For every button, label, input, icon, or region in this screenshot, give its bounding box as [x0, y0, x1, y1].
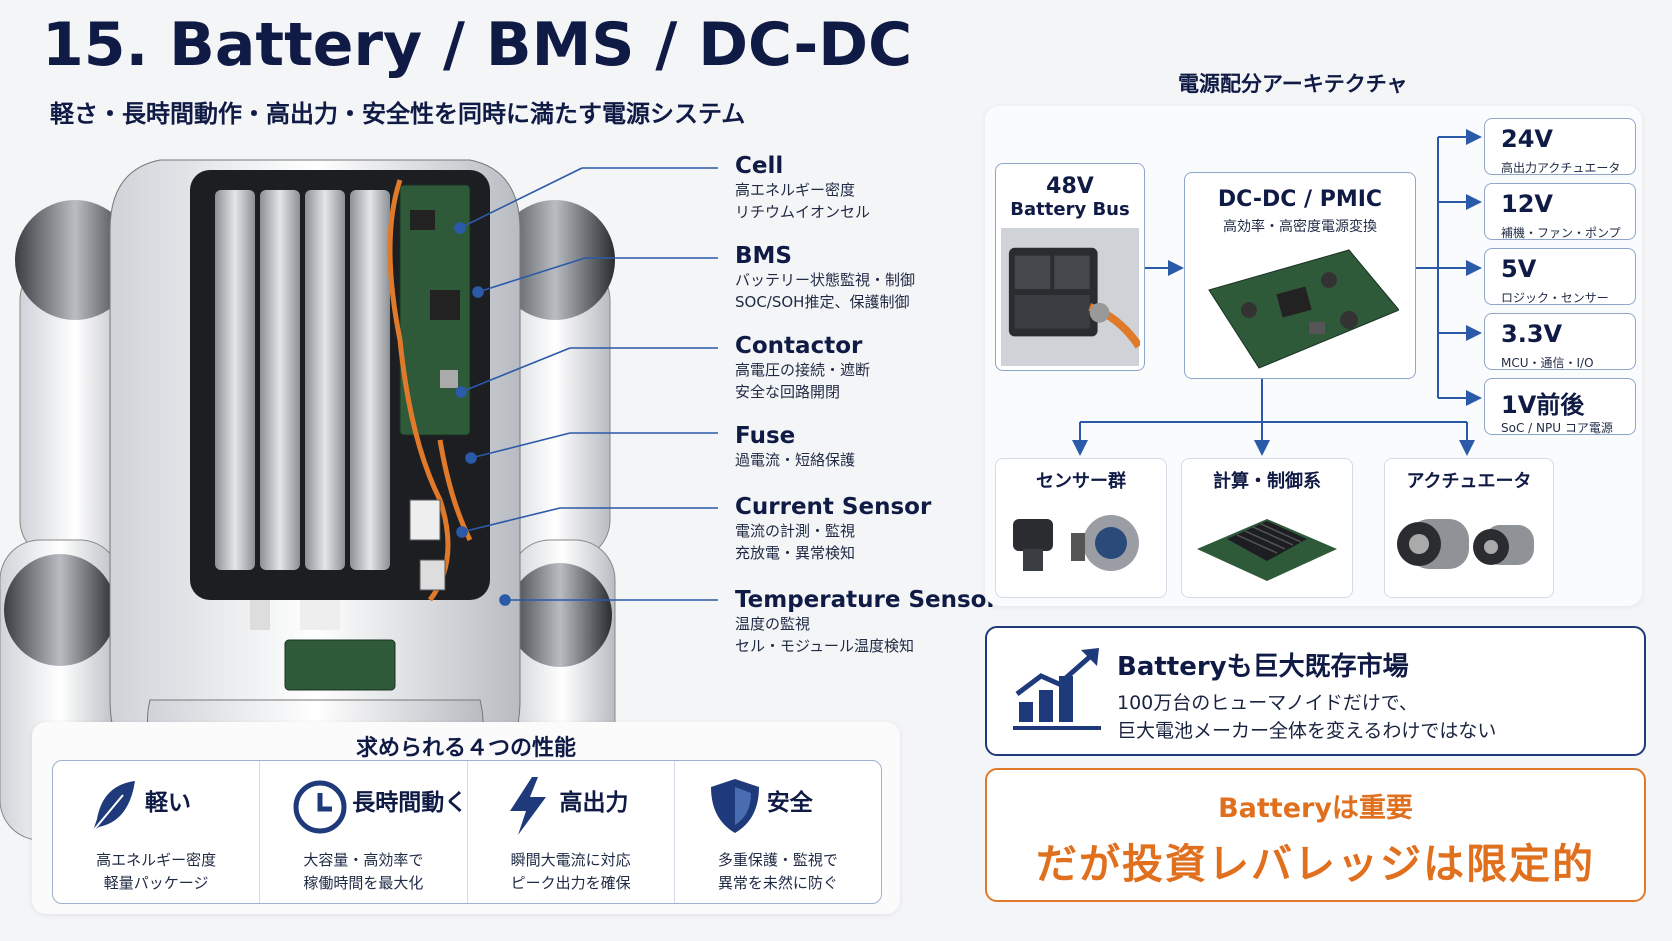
performance-desc-line: 多重保護・監視で	[717, 851, 838, 869]
rail-1v: 1V前後 SoC / NPU コア電源	[1484, 378, 1636, 435]
rail-desc: 高出力アクチュエータ	[1501, 161, 1621, 175]
performance-label: 安全	[766, 790, 813, 816]
performance-desc: 瞬間大電流に対応 ピーク出力を確保	[468, 849, 674, 895]
performance-desc-line: 瞬間大電流に対応	[510, 851, 631, 869]
rail-desc: MCU・通信・I/O	[1501, 356, 1594, 370]
callout-desc: SOC/SOH推定、保護制御	[735, 293, 910, 311]
battery-volt: 48V	[1046, 174, 1094, 199]
performance-box: 軽い 高エネルギー密度 軽量パッケージ 長時間動く 大容量・高効率で 稼働時間を…	[52, 760, 882, 904]
rail-5v: 5V ロジック・センサー	[1484, 248, 1636, 305]
performance-desc: 大容量・高効率で 稼働時間を最大化	[260, 849, 466, 895]
callout-desc: 高電圧の接続・遮断	[735, 361, 871, 379]
compute-board-image	[1197, 519, 1337, 581]
dcdc-desc: 高効率・高密度電源変換	[1223, 219, 1377, 235]
callout-bms: BMS バッテリー状態監視・制御 SOC/SOH推定、保護制御	[735, 243, 995, 313]
performance-desc: 多重保護・監視で 異常を未然に防ぐ	[675, 849, 881, 895]
rail-24v: 24V 高出力アクチュエータ	[1484, 118, 1636, 175]
load-name: センサー群	[1036, 471, 1126, 492]
callout-desc: 電流の計測・監視	[735, 522, 856, 540]
battery-bus-box: 48V Battery Bus	[995, 163, 1145, 371]
leverage-callout: Batteryは重要 だが投資レバレッジは限定的	[985, 768, 1646, 902]
rail-volt: 5V	[1501, 255, 1537, 283]
callout-desc: 温度の監視	[735, 615, 811, 633]
clock-icon	[293, 780, 347, 834]
performance-desc: 高エネルギー密度 軽量パッケージ	[53, 849, 259, 895]
callout-desc: 高エネルギー密度	[735, 181, 856, 199]
architecture-title: 電源配分アーキテクチャ	[1178, 72, 1408, 96]
actuator-image	[1397, 519, 1534, 569]
performance-desc-line: 大容量・高効率で	[303, 851, 424, 869]
callout-temperature-sensor: Temperature Sensor 温度の監視 セル・モジュール温度検知	[735, 587, 998, 657]
performance-item-safety: 安全 多重保護・監視で 異常を未然に防ぐ	[675, 761, 881, 903]
rail-3v3: 3.3V MCU・通信・I/O	[1484, 313, 1636, 370]
performance-item-long-runtime: 長時間動く 大容量・高効率で 稼働時間を最大化	[260, 761, 468, 903]
performance-label: 軽い	[145, 790, 191, 816]
battery-pack-image	[1001, 228, 1140, 366]
market-callout: Batteryも巨大既存市場 100万台のヒューマノイドだけで、 巨大電池メーカ…	[985, 626, 1646, 756]
callout-desc: 過電流・短絡保護	[735, 451, 856, 469]
callout-desc: リチウムイオンセル	[735, 203, 871, 221]
leverage-line-2: だが投資レバレッジは限定的	[1036, 840, 1595, 888]
rail-volt: 12V	[1501, 190, 1553, 218]
page-subtitle: 軽さ・長時間動作・高出力・安全性を同時に満たす電源システム	[50, 100, 746, 128]
rail-volt: 1V前後	[1501, 391, 1585, 419]
performance-desc-line: 高エネルギー密度	[96, 851, 217, 869]
pmic-board-image	[1208, 249, 1399, 369]
performance-item-light: 軽い 高エネルギー密度 軽量パッケージ	[53, 761, 261, 903]
callout-desc: バッテリー状態監視・制御	[735, 271, 916, 289]
performance-label: 長時間動く	[352, 790, 468, 816]
dcdc-pmic-box: DC-DC / PMIC 高効率・高密度電源変換	[1184, 172, 1416, 379]
rail-12v: 12V 補機・ファン・ポンプ	[1484, 183, 1636, 240]
leverage-line-1: Batteryは重要	[1218, 793, 1413, 824]
performance-title: 求められる４つの性能	[355, 736, 576, 761]
market-title: Batteryも巨大既存市場	[1117, 652, 1409, 682]
callout-desc: 充放電・異常検知	[735, 544, 856, 562]
performance-label: 高出力	[559, 790, 629, 816]
growth-chart-icon	[1013, 648, 1101, 730]
performance-desc-line: 軽量パッケージ	[103, 874, 209, 892]
callout-name: Temperature Sensor	[735, 587, 998, 613]
rail-volt: 24V	[1501, 125, 1553, 153]
callout-desc: 安全な回路開閉	[735, 383, 841, 401]
performance-item-high-output: 高出力 瞬間大電流に対応 ピーク出力を確保	[468, 761, 675, 903]
performance-desc-line: 稼働時間を最大化	[303, 874, 424, 892]
battery-name: Battery Bus	[1010, 199, 1130, 220]
load-name: アクチュエータ	[1406, 471, 1532, 492]
callout-name: Current Sensor	[735, 494, 932, 520]
dcdc-name: DC-DC / PMIC	[1217, 187, 1383, 212]
performance-desc-line: 異常を未然に防ぐ	[717, 874, 838, 892]
feather-icon	[92, 781, 135, 832]
page-title: 15. Battery / BMS / DC-DC	[42, 10, 913, 80]
callout-cell: Cell 高エネルギー密度 リチウムイオンセル	[735, 153, 995, 223]
callout-name: Fuse	[735, 423, 796, 449]
load-actuators: アクチュエータ	[1384, 458, 1554, 598]
rail-desc: SoC / NPU コア電源	[1501, 421, 1613, 435]
callout-contactor: Contactor 高電圧の接続・遮断 安全な回路開閉	[735, 333, 995, 403]
market-line-2: 巨大電池メーカー全体を変えるわけではない	[1117, 720, 1497, 742]
performance-desc-line: ピーク出力を確保	[510, 874, 631, 892]
callout-fuse: Fuse 過電流・短絡保護	[735, 423, 995, 471]
shield-icon	[710, 779, 759, 833]
performance-panel: 求められる４つの性能 軽い 高エネルギー密度 軽量パッケージ 長時間動く 大容量…	[32, 722, 900, 914]
rail-desc: 補機・ファン・ポンプ	[1501, 226, 1621, 240]
load-name: 計算・制御系	[1213, 471, 1321, 492]
callout-desc: セル・モジュール温度検知	[735, 637, 914, 655]
sensor-image	[1013, 515, 1139, 571]
rail-volt: 3.3V	[1501, 320, 1563, 348]
callout-name: Contactor	[735, 333, 863, 359]
callout-name: Cell	[735, 153, 784, 179]
rail-desc: ロジック・センサー	[1501, 291, 1609, 305]
load-sensors: センサー群	[995, 458, 1167, 598]
lightning-icon	[509, 777, 546, 835]
load-compute-control: 計算・制御系	[1181, 458, 1353, 598]
callout-name: BMS	[735, 243, 792, 269]
callout-current-sensor: Current Sensor 電流の計測・監視 充放電・異常検知	[735, 494, 995, 564]
market-line-1: 100万台のヒューマノイドだけで、	[1117, 692, 1418, 714]
